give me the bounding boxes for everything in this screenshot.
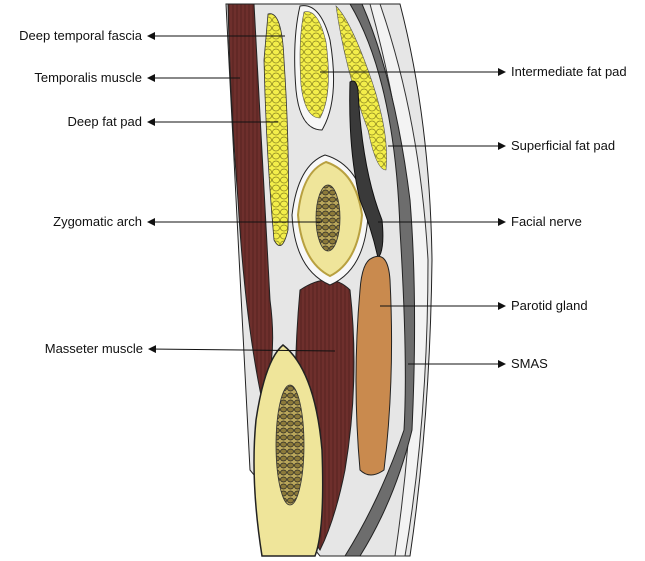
label-temporalis-muscle: Temporalis muscle: [34, 70, 240, 85]
svg-text:Temporalis muscle: Temporalis muscle: [34, 70, 142, 85]
smas-layer: [344, 3, 416, 557]
svg-text:Parotid gland: Parotid gland: [511, 298, 588, 313]
facial-nerve: [349, 80, 384, 260]
label-superficial-fat-pad: Superficial fat pad: [388, 138, 615, 153]
deep-fat-pad: [263, 13, 289, 247]
label-intermediate-fat-pad: Intermediate fat pad: [320, 64, 627, 79]
parotid-gland: [355, 255, 393, 476]
label-deep-fat-pad: Deep fat pad: [68, 114, 278, 129]
svg-text:Masseter muscle: Masseter muscle: [45, 341, 143, 356]
svg-text:Zygomatic arch: Zygomatic arch: [53, 214, 142, 229]
svg-text:Intermediate fat pad: Intermediate fat pad: [511, 64, 627, 79]
label-zygomatic-arch: Zygomatic arch: [53, 214, 322, 229]
label-deep-temporal-fascia: Deep temporal fascia: [19, 28, 285, 43]
svg-text:SMAS: SMAS: [511, 356, 548, 371]
svg-text:Deep temporal fascia: Deep temporal fascia: [19, 28, 143, 43]
superficial-fat-pad: [335, 5, 387, 171]
label-masseter-muscle: Masseter muscle: [45, 341, 336, 356]
label-facial-nerve: Facial nerve: [378, 214, 582, 229]
svg-text:Superficial fat pad: Superficial fat pad: [511, 138, 615, 153]
label-smas: SMAS: [408, 356, 548, 371]
svg-text:Deep fat pad: Deep fat pad: [68, 114, 142, 129]
label-parotid-gland: Parotid gland: [380, 298, 588, 313]
svg-text:Facial nerve: Facial nerve: [511, 214, 582, 229]
